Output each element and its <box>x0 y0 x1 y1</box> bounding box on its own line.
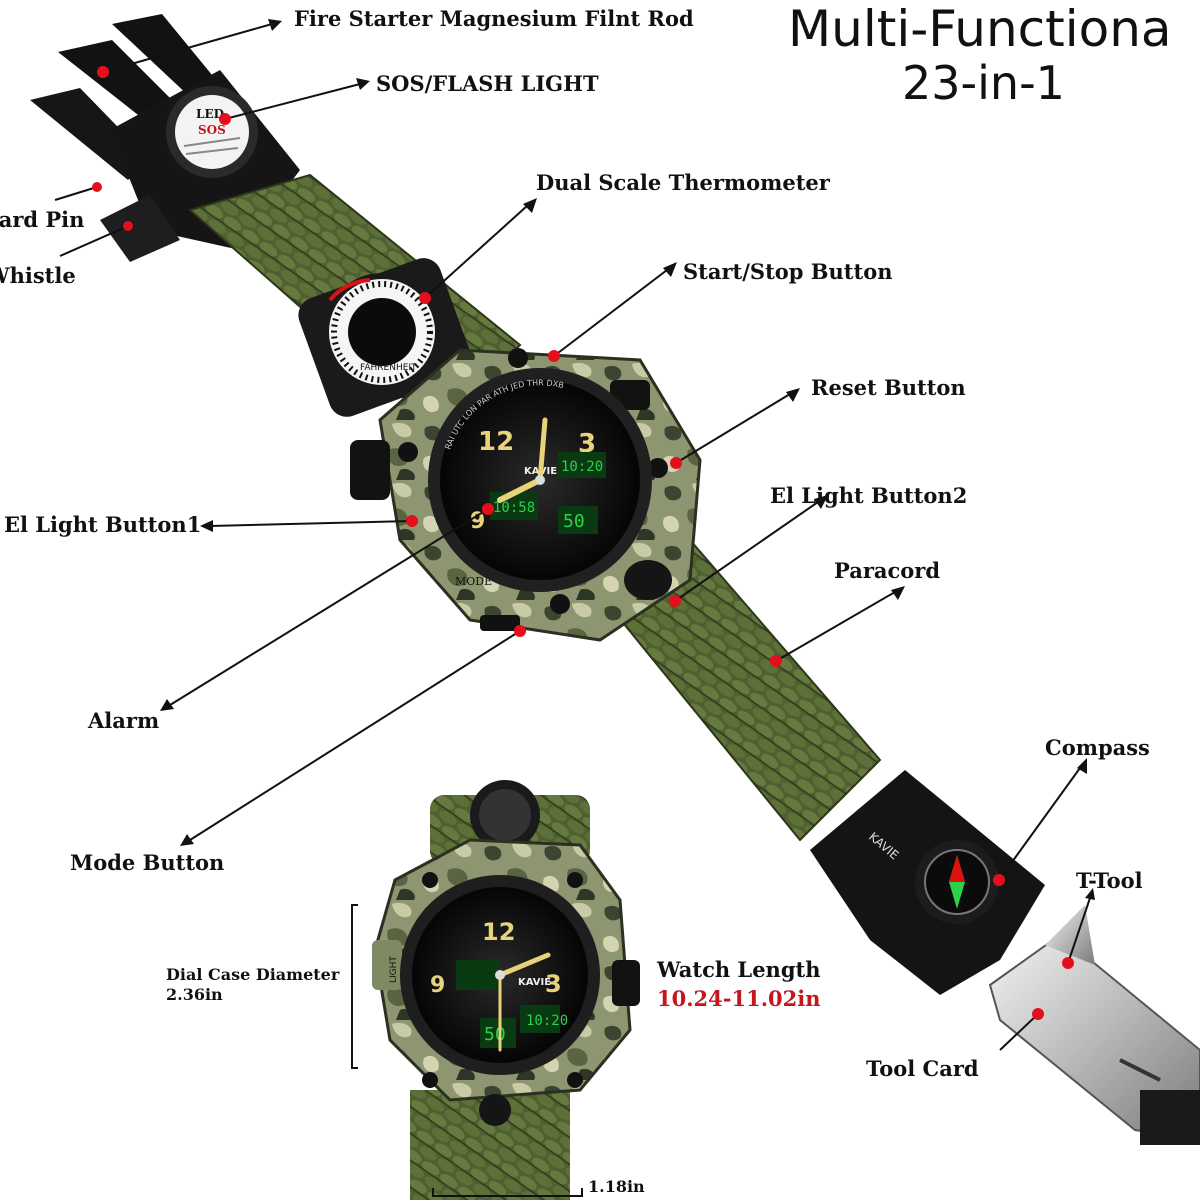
dial-diameter-value: 2.36in <box>166 985 223 1004</box>
front-hour-9: 9 <box>430 973 445 998</box>
label-sos-flashlight: SOS/FLASH LIGHT <box>376 71 599 96</box>
label-tool-card: Tool Card <box>866 1056 979 1081</box>
label-el-light-1: El Light Button1 <box>4 512 202 537</box>
label-whistle: Whistle <box>0 263 76 288</box>
callout-dots <box>92 66 1074 1020</box>
dimension-lines <box>351 904 583 1197</box>
thermometer-text: FAHRENHEIT <box>360 363 417 373</box>
lcd-seconds: 50 <box>563 511 585 532</box>
label-thermometer: Dual Scale Thermometer <box>536 170 830 195</box>
front-hour-3: 3 <box>545 970 562 998</box>
heading-line-2: 23-in-1 <box>902 56 1065 110</box>
watch-length-value: 10.24-11.02in <box>657 986 821 1011</box>
watch-dial: RAI UTC LON PAR ATH JED THR DXB 12 3 9 1… <box>428 368 652 592</box>
label-paracord: Paracord <box>834 558 941 583</box>
label-compass: Compass <box>1045 735 1150 760</box>
label-fire-starter: Fire Starter Magnesium Filnt Rod <box>294 6 694 31</box>
flashlight: LED SOS <box>166 86 258 178</box>
front-brand-logo: KAVIE <box>518 977 551 988</box>
leader-arrowheads <box>160 19 1095 900</box>
front-hour-12: 12 <box>482 918 515 946</box>
compass <box>915 840 999 924</box>
mode-engraving: MODE <box>455 575 492 588</box>
label-t-tool: T-Tool <box>1076 868 1143 893</box>
label-mode: Mode Button <box>70 850 225 875</box>
lcd-small: 10:58 <box>493 500 535 516</box>
front-light-engraving: LIGHT <box>389 956 399 983</box>
heading-line-1: Multi-Functiona <box>788 0 1172 58</box>
band-width-value: 1.18in <box>588 1177 645 1196</box>
leader-lines <box>54 23 1091 1051</box>
label-card-pin: Card Pin <box>0 207 85 232</box>
watch-length-label: Watch Length <box>657 957 821 982</box>
label-alarm: Alarm <box>88 708 160 733</box>
lcd-time: 10:20 <box>561 459 603 475</box>
flashlight-sos-text: SOS <box>198 123 226 137</box>
dial-diameter-label: Dial Case Diameter <box>166 965 340 984</box>
label-start-stop: Start/Stop Button <box>683 259 893 284</box>
front-view-watch: 12 3 9 10:20 50 KAVIE LIGHT <box>372 780 640 1200</box>
hour-12: 12 <box>478 427 514 457</box>
flashlight-led-text: LED <box>196 107 224 121</box>
front-lcd-seconds: 50 <box>484 1024 506 1045</box>
hour-9: 9 <box>470 509 485 534</box>
front-lcd-time: 10:20 <box>526 1013 568 1029</box>
label-el-light-2: El Light Button2 <box>770 483 968 508</box>
hour-3: 3 <box>578 429 596 459</box>
label-reset: Reset Button <box>811 375 966 400</box>
tool-card <box>988 905 1200 1145</box>
